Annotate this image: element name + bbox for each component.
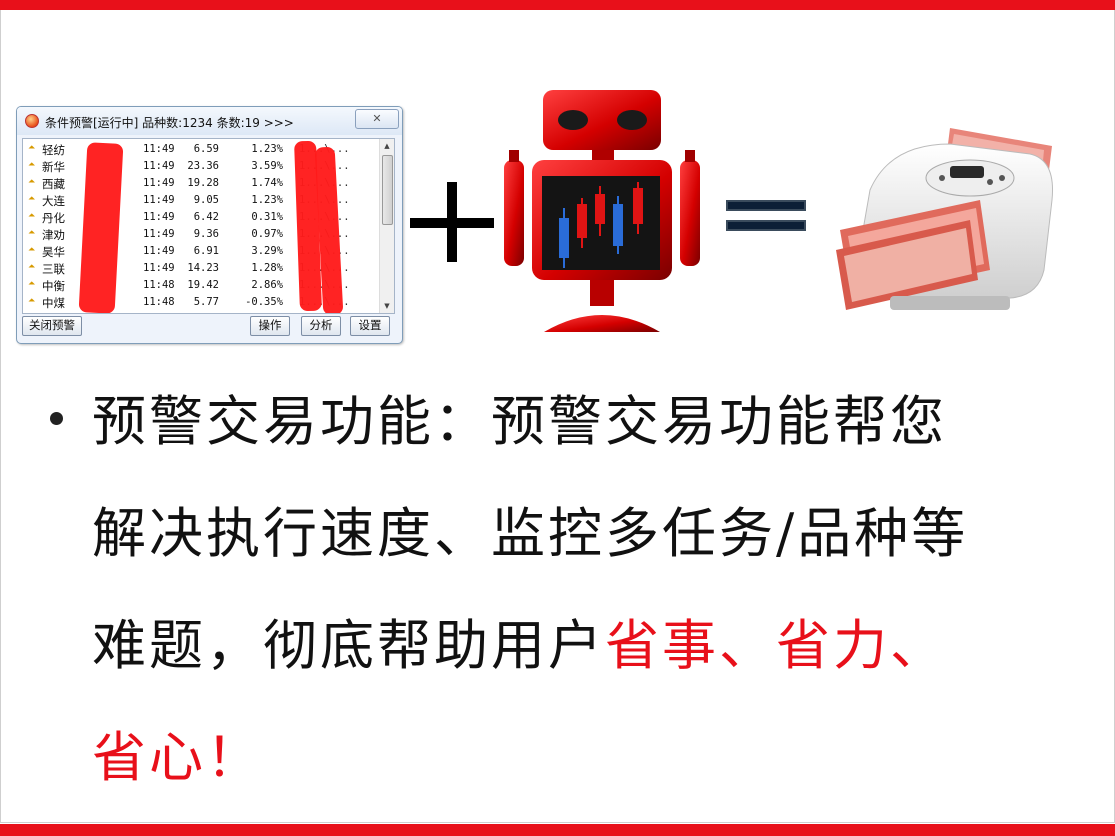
scroll-down-icon[interactable]: ▼ [384,302,390,310]
window-title: 条件预警[运行中] 品种数:1234 条数:19 >>> [45,116,294,130]
settings-button[interactable]: 设置 [350,316,390,336]
up-arrow-icon: ⏶ [28,194,36,204]
alert-window: 条件预警[运行中] 品种数:1234 条数:19 >>> ✕ ⏶ 轻纺 11:4… [16,106,403,344]
text-line: 难题，彻底帮助用户省事、省力、 [92,614,947,677]
up-arrow-icon: ⏶ [28,279,36,289]
scroll-thumb[interactable] [382,155,393,225]
app-icon [25,114,39,128]
text-line: 预警交易功能：预警交易功能帮您 [92,390,947,453]
bottom-accent-bar [0,824,1115,836]
up-arrow-icon: ⏶ [28,143,36,153]
up-arrow-icon: ⏶ [28,228,36,238]
up-arrow-icon: ⏶ [28,177,36,187]
up-arrow-icon: ⏶ [28,296,36,306]
highlight-text: 省心！ [92,726,263,789]
close-icon[interactable]: ✕ [355,109,399,129]
up-arrow-icon: ⏶ [28,262,36,272]
window-titlebar[interactable]: 条件预警[运行中] 品种数:1234 条数:19 >>> ✕ [17,107,402,135]
robot-icon [504,90,700,332]
top-accent-bar [0,0,1115,10]
bullet-point [50,412,63,425]
up-arrow-icon: ⏶ [28,245,36,255]
close-alert-button[interactable]: 关闭预警 [22,316,82,336]
operate-button[interactable]: 操作 [250,316,290,336]
alert-list: ⏶ 轻纺 11:49 6.59 1.23% 1...\... ⏶ 新华 11:4… [22,138,395,314]
analyze-button[interactable]: 分析 [301,316,341,336]
up-arrow-icon: ⏶ [28,211,36,221]
table-row[interactable]: ⏶ 新华 11:49 23.36 3.59% 1...\... [28,160,350,174]
highlight-text: 省事、省力、 [605,614,947,677]
money-counter-icon [836,128,1054,310]
text-line: 解决执行速度、监控多任务/品种等 [92,502,969,565]
up-arrow-icon: ⏶ [28,160,36,170]
bullet-text: 预警交易功能：预警交易功能帮您 解决执行速度、监控多任务/品种等 难题，彻底帮助… [92,366,1052,814]
scroll-up-icon[interactable]: ▲ [384,142,390,150]
scrollbar[interactable]: ▲ ▼ [379,139,394,313]
